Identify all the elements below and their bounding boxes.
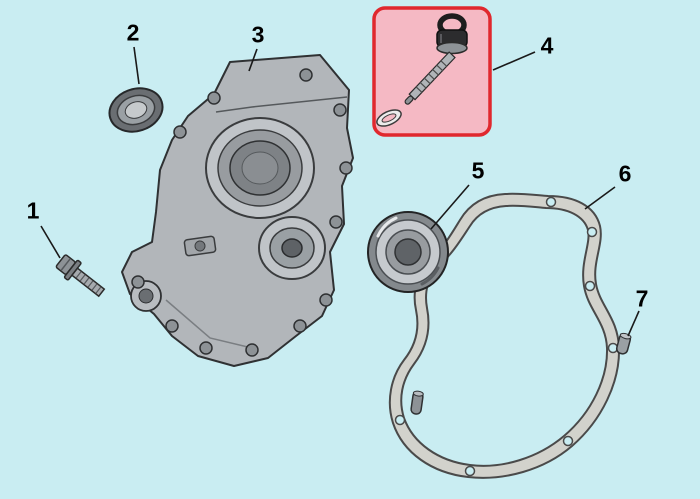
ball-bearing-part[interactable] — [367, 211, 449, 293]
gasket-dowel-pin-part[interactable] — [410, 390, 424, 415]
callout-number-4[interactable]: 4 — [540, 32, 554, 59]
callout-number-2[interactable]: 2 — [126, 19, 140, 46]
flange-bolt-part[interactable] — [54, 252, 109, 301]
crankcase-cover-part[interactable] — [121, 54, 354, 367]
callout-lines — [40, 46, 640, 337]
oil-seal-part[interactable] — [104, 82, 168, 139]
callout-number-3[interactable]: 3 — [251, 21, 265, 48]
cover-bolt-holes — [131, 68, 353, 357]
gasket-bolt-holes — [394, 196, 619, 477]
callout-number-6[interactable]: 6 — [618, 160, 632, 187]
callout-number-1[interactable]: 1 — [26, 197, 40, 224]
callout-number-5[interactable]: 5 — [471, 157, 485, 184]
dipstick-o-ring — [376, 109, 402, 127]
callout-number-7[interactable]: 7 — [635, 285, 649, 312]
cover-gasket-part[interactable] — [388, 192, 621, 479]
oil-dipstick-part[interactable] — [374, 13, 468, 129]
